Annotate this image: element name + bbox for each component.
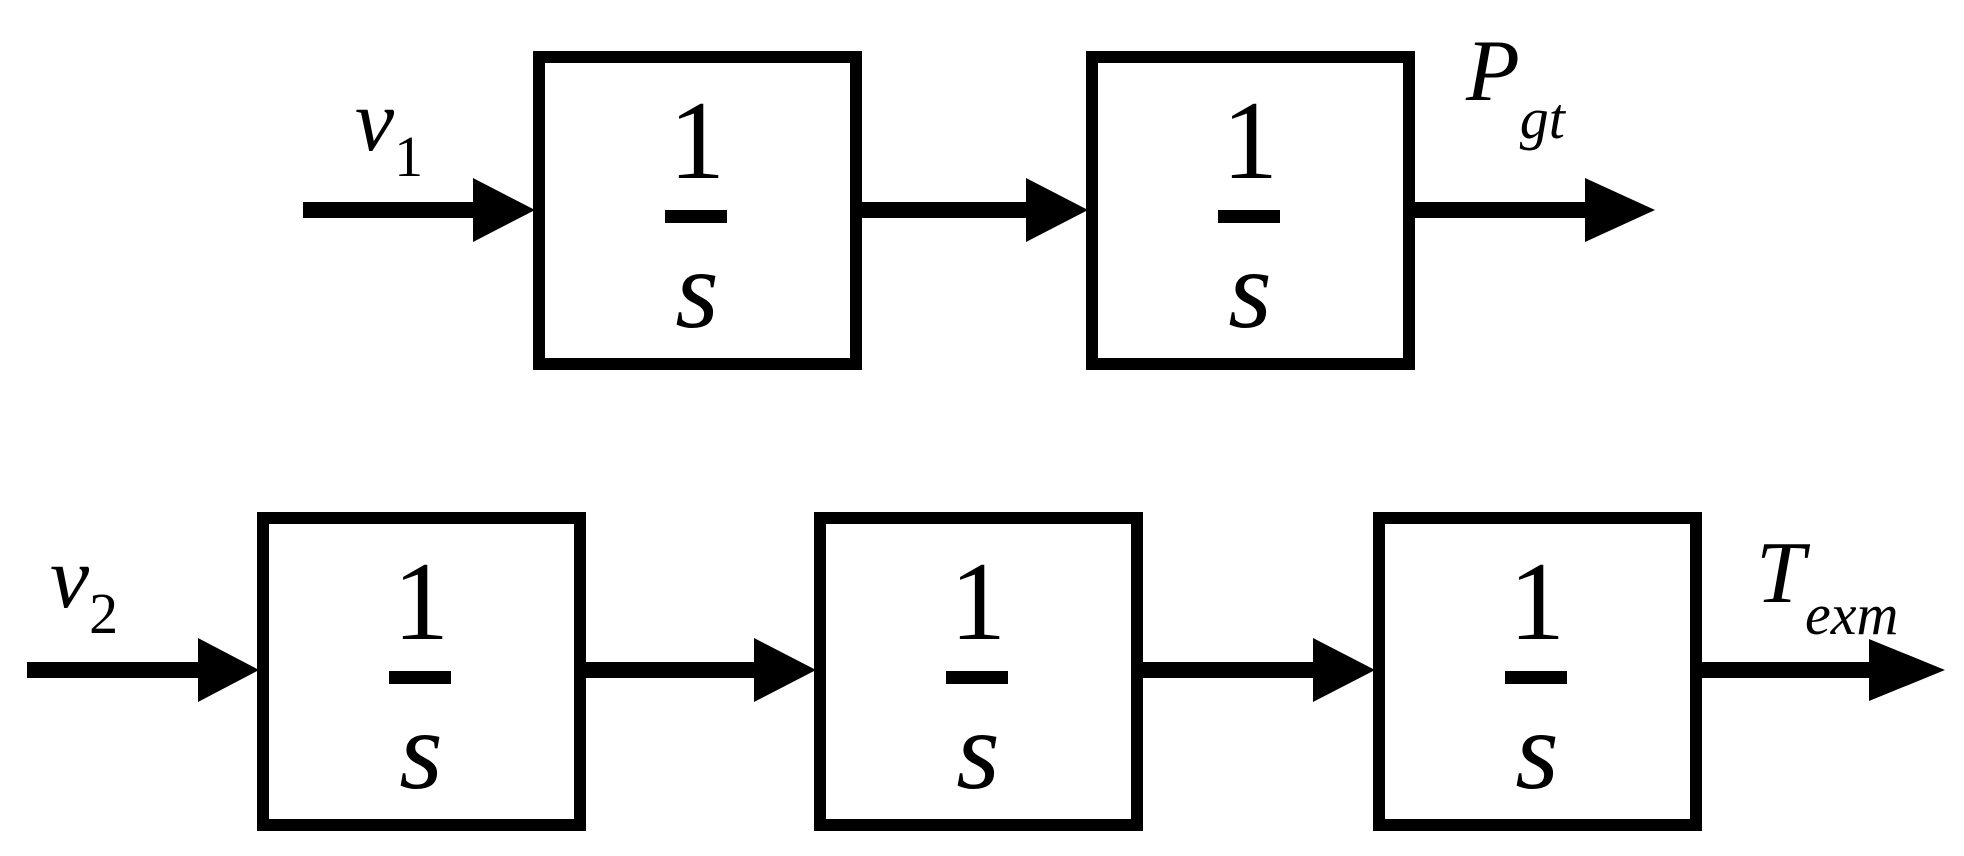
block-denominator: s	[399, 689, 443, 813]
connector-arrow-icon	[582, 638, 816, 702]
integrator-block: 1 s	[257, 512, 586, 831]
block-numerator: 1	[1222, 79, 1278, 203]
arrow-head-icon	[1313, 638, 1375, 702]
block-numerator: 1	[393, 540, 449, 664]
diagram-row-top: v1 1 s 1 s Pgt	[303, 23, 1655, 370]
block-numerator: 1	[1509, 540, 1565, 664]
block-denominator: s	[1515, 689, 1559, 813]
fraction-bar	[665, 210, 727, 223]
block-denominator: s	[956, 689, 1000, 813]
label-base: v	[355, 73, 395, 170]
fraction-bar	[946, 671, 1008, 684]
connector-arrow-icon	[1139, 638, 1375, 702]
block-denominator: s	[1228, 228, 1272, 352]
fraction-bar	[1218, 210, 1280, 223]
output-signal-label: Pgt	[1465, 23, 1567, 151]
label-subscript: 2	[89, 581, 118, 646]
block-numerator: 1	[950, 540, 1006, 664]
output-signal-label: Texm	[1756, 525, 1898, 647]
label-subscript: gt	[1520, 86, 1567, 151]
label-base: v	[50, 530, 90, 627]
label-base: T	[1756, 525, 1811, 622]
input-signal-label: v2	[50, 530, 118, 646]
input-signal-label: v1	[355, 73, 423, 189]
arrow-head-icon	[198, 638, 259, 702]
output-arrow-icon	[1702, 639, 1945, 701]
integrator-block: 1 s	[1086, 51, 1415, 370]
diagram-row-bottom: v2 1 s 1 s	[27, 512, 1945, 831]
block-numerator: 1	[669, 79, 725, 203]
arrow-head-icon	[1026, 178, 1088, 242]
label-subscript: 1	[394, 124, 423, 189]
integrator-block: 1 s	[1373, 512, 1702, 831]
input-arrow-icon	[303, 178, 535, 242]
connector-arrow-icon	[858, 178, 1088, 242]
label-subscript: exm	[1805, 582, 1898, 647]
integrator-block: 1 s	[533, 51, 862, 370]
block-denominator: s	[675, 228, 719, 352]
arrow-head-icon	[1869, 639, 1945, 701]
fraction-bar	[389, 671, 451, 684]
arrow-head-icon	[754, 638, 816, 702]
label-base: P	[1465, 23, 1520, 120]
input-arrow-icon	[27, 638, 259, 702]
arrow-head-icon	[1585, 178, 1655, 242]
output-arrow-icon	[1409, 178, 1655, 242]
integrator-block: 1 s	[814, 512, 1143, 831]
fraction-bar	[1505, 671, 1567, 684]
arrow-head-icon	[473, 178, 535, 242]
